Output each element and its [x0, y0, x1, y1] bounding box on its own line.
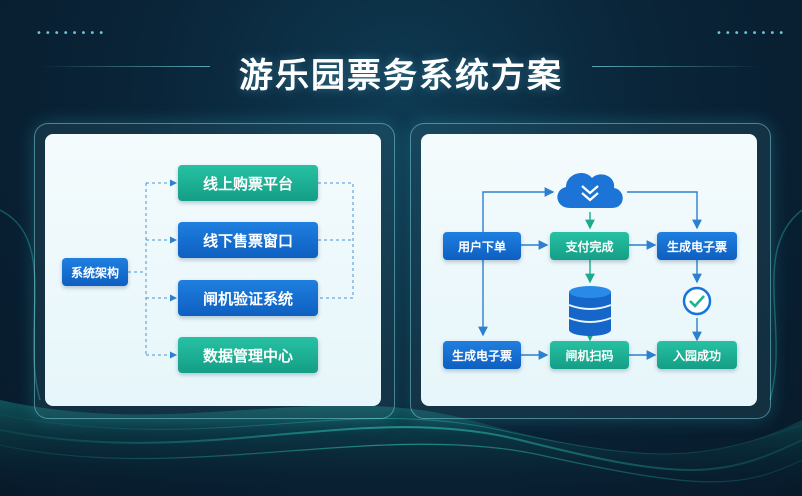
- cloud-chevrons-icon: [557, 172, 623, 208]
- flow-generate-eticket-top: 生成电子票: [657, 232, 737, 260]
- flow-generate-eticket-bottom: 生成电子票: [443, 341, 521, 369]
- check-circle-icon: [682, 286, 712, 316]
- module-gate-verification: 闸机验证系统: [178, 280, 318, 316]
- module-online-ticketing: 线上购票平台: [178, 165, 318, 201]
- title-wrapper: 游乐园票务系统方案: [0, 48, 802, 97]
- title-divider-left: [40, 66, 210, 67]
- database-icon: [568, 286, 612, 336]
- flow-entry-success: 入园成功: [657, 341, 737, 369]
- decor-dots-left: ••••••••: [36, 28, 108, 39]
- flow-payment-done: 支付完成: [550, 232, 629, 260]
- module-offline-ticket-window: 线下售票窗口: [178, 222, 318, 258]
- title-divider-right: [592, 66, 762, 67]
- flow-user-order: 用户下单: [443, 232, 521, 260]
- decor-dots-right: ••••••••: [716, 28, 788, 39]
- architecture-root-node: 系统架构: [62, 258, 128, 286]
- page-title: 游乐园票务系统方案: [239, 56, 563, 96]
- flow-gate-scan: 闸机扫码: [550, 341, 629, 369]
- module-data-center: 数据管理中心: [178, 337, 318, 373]
